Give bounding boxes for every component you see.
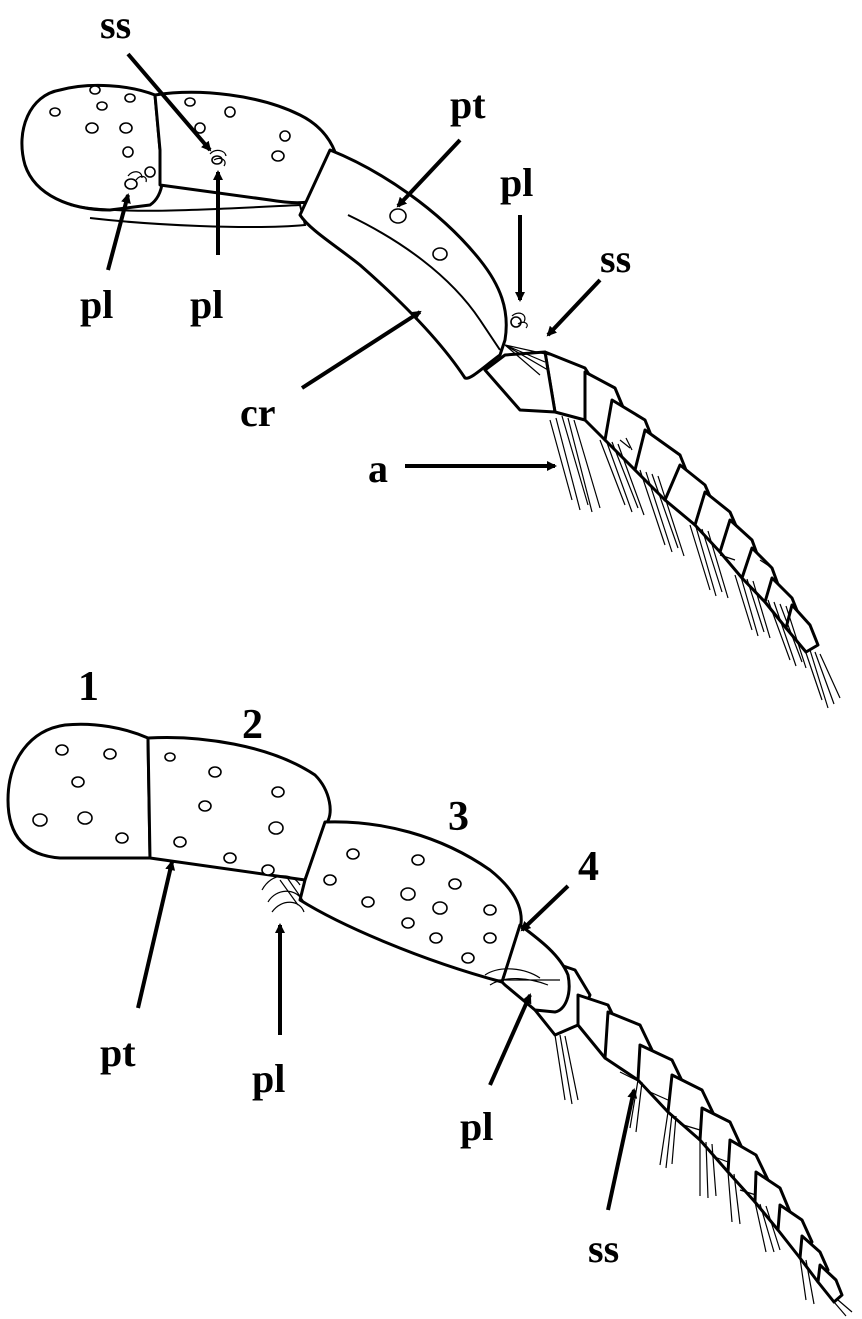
top-flagellum — [545, 352, 818, 652]
bottom-flagellum — [535, 958, 842, 1302]
label-ss-bottom: ss — [588, 1226, 619, 1271]
bottom-segment-3 — [300, 822, 521, 982]
label-pl-bottom-mid: pl — [252, 1056, 285, 1101]
label-segment-2: 2 — [242, 702, 263, 748]
label-pl-top-mid: pl — [190, 282, 223, 327]
label-pt-top: pt — [450, 82, 486, 127]
top-antenna — [22, 85, 840, 708]
label-segment-3: 3 — [448, 794, 469, 840]
top-scape — [22, 85, 163, 210]
label-cr: cr — [240, 390, 276, 435]
top-setae — [550, 416, 840, 708]
label-pl-top-left: pl — [80, 282, 113, 327]
label-segment-1: 1 — [78, 664, 99, 710]
label-pl-bottom-right: pl — [460, 1104, 493, 1149]
label-segment-4: 4 — [578, 844, 599, 890]
bottom-antenna — [8, 724, 852, 1316]
bottom-setae — [555, 1035, 852, 1316]
label-ss-top-right: ss — [600, 236, 631, 281]
label-pl-top-right: pl — [500, 160, 533, 205]
label-pt-bottom: pt — [100, 1030, 136, 1075]
label-a: a — [368, 446, 388, 491]
label-ss-top: ss — [100, 2, 131, 47]
top-segment-3 — [300, 150, 506, 378]
top-pedicel — [155, 92, 338, 202]
